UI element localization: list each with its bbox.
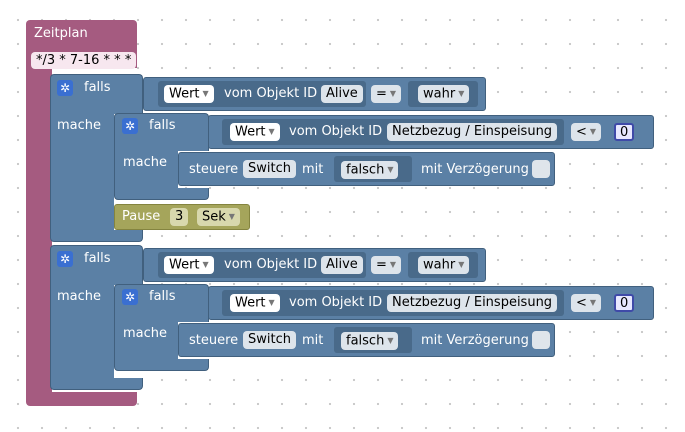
dropdown-arrow-icon: ▼: [268, 298, 275, 307]
do-label: mache: [57, 118, 102, 133]
delay-label: mit Verzögerung: [421, 333, 529, 348]
checkbox-icon[interactable]: [532, 331, 550, 349]
object-id-field[interactable]: Switch: [243, 160, 296, 178]
dropdown-arrow-icon: ▼: [458, 260, 465, 269]
bool-dropdown[interactable]: falsch▼: [341, 161, 399, 179]
gear-icon[interactable]: ✲: [122, 118, 138, 134]
nested-if-block-2-bottom: [114, 359, 209, 371]
trigger-block-spine: [26, 66, 52, 396]
control-label: steuere: [189, 162, 239, 177]
if-block-1-bottom: [50, 230, 143, 242]
bool-dropdown[interactable]: wahr▼: [418, 85, 470, 103]
dropdown-arrow-icon: ▼: [202, 260, 209, 269]
do-label: mache: [123, 155, 168, 170]
operator-dropdown[interactable]: <▼: [571, 123, 602, 141]
dropdown-arrow-icon: ▼: [268, 127, 275, 136]
wert-dropdown[interactable]: Wert▼: [164, 85, 214, 103]
dropdown-arrow-icon: ▼: [589, 127, 597, 136]
checkbox-icon[interactable]: [532, 160, 550, 178]
number-field[interactable]: 0: [614, 294, 635, 312]
dropdown-arrow-icon: ▼: [389, 89, 397, 98]
nested-if-block-2-spine: [114, 320, 178, 362]
number-field[interactable]: 0: [614, 123, 635, 141]
object-id-field[interactable]: Alive: [321, 85, 363, 103]
do-label: mache: [123, 326, 168, 341]
with-label: mit: [302, 162, 324, 177]
object-id-field[interactable]: Alive: [321, 256, 363, 274]
operator-dropdown[interactable]: =▼: [371, 256, 402, 274]
object-id-label: vom Objekt ID: [289, 124, 383, 139]
dropdown-arrow-icon: ▼: [389, 260, 397, 269]
trigger-title: Zeitplan: [34, 26, 88, 41]
gear-icon[interactable]: ✲: [57, 251, 73, 267]
if-block-2-bottom: [50, 378, 143, 390]
nested-if-block-1-bottom: [114, 188, 209, 200]
bool-dropdown[interactable]: falsch▼: [341, 332, 399, 350]
wert-dropdown[interactable]: Wert▼: [230, 123, 280, 141]
if-label: falls: [149, 118, 176, 133]
bool-dropdown[interactable]: wahr▼: [418, 256, 470, 274]
dropdown-arrow-icon: ▼: [589, 298, 597, 307]
with-label: mit: [302, 333, 324, 348]
object-id-field[interactable]: Netzbezug / Einspeisung: [387, 123, 558, 141]
cron-field[interactable]: */3 * 7-16 * * *: [31, 52, 137, 69]
pause-value-field[interactable]: 3: [170, 208, 189, 226]
control-label: steuere: [189, 333, 239, 348]
object-id-field[interactable]: Switch: [243, 331, 296, 349]
if-label: falls: [149, 289, 176, 304]
object-id-field[interactable]: Netzbezug / Einspeisung: [387, 294, 558, 312]
gear-icon[interactable]: ✲: [57, 80, 73, 96]
object-id-label: vom Objekt ID: [289, 295, 383, 310]
pause-label: Pause: [122, 209, 161, 224]
if-label: falls: [84, 80, 111, 95]
wert-dropdown[interactable]: Wert▼: [230, 294, 280, 312]
delay-label: mit Verzögerung: [421, 162, 529, 177]
dropdown-arrow-icon: ▼: [387, 336, 394, 345]
nested-if-block-1-spine: [114, 149, 178, 191]
object-id-label: vom Objekt ID: [224, 257, 318, 272]
operator-dropdown[interactable]: <▼: [571, 294, 602, 312]
do-label: mache: [57, 289, 102, 304]
if-block-1-spine: [50, 112, 114, 234]
dropdown-arrow-icon: ▼: [387, 165, 394, 174]
if-label: falls: [84, 251, 111, 266]
wert-dropdown[interactable]: Wert▼: [164, 256, 214, 274]
operator-dropdown[interactable]: =▼: [371, 85, 402, 103]
dropdown-arrow-icon: ▼: [202, 89, 209, 98]
if-block-2-spine: [50, 283, 114, 383]
object-id-label: vom Objekt ID: [224, 86, 318, 101]
trigger-block-bottom: [26, 392, 137, 406]
unit-dropdown[interactable]: Sek▼: [197, 208, 240, 226]
dropdown-arrow-icon: ▼: [458, 89, 465, 98]
dropdown-arrow-icon: ▼: [228, 212, 235, 221]
gear-icon[interactable]: ✲: [122, 289, 138, 305]
